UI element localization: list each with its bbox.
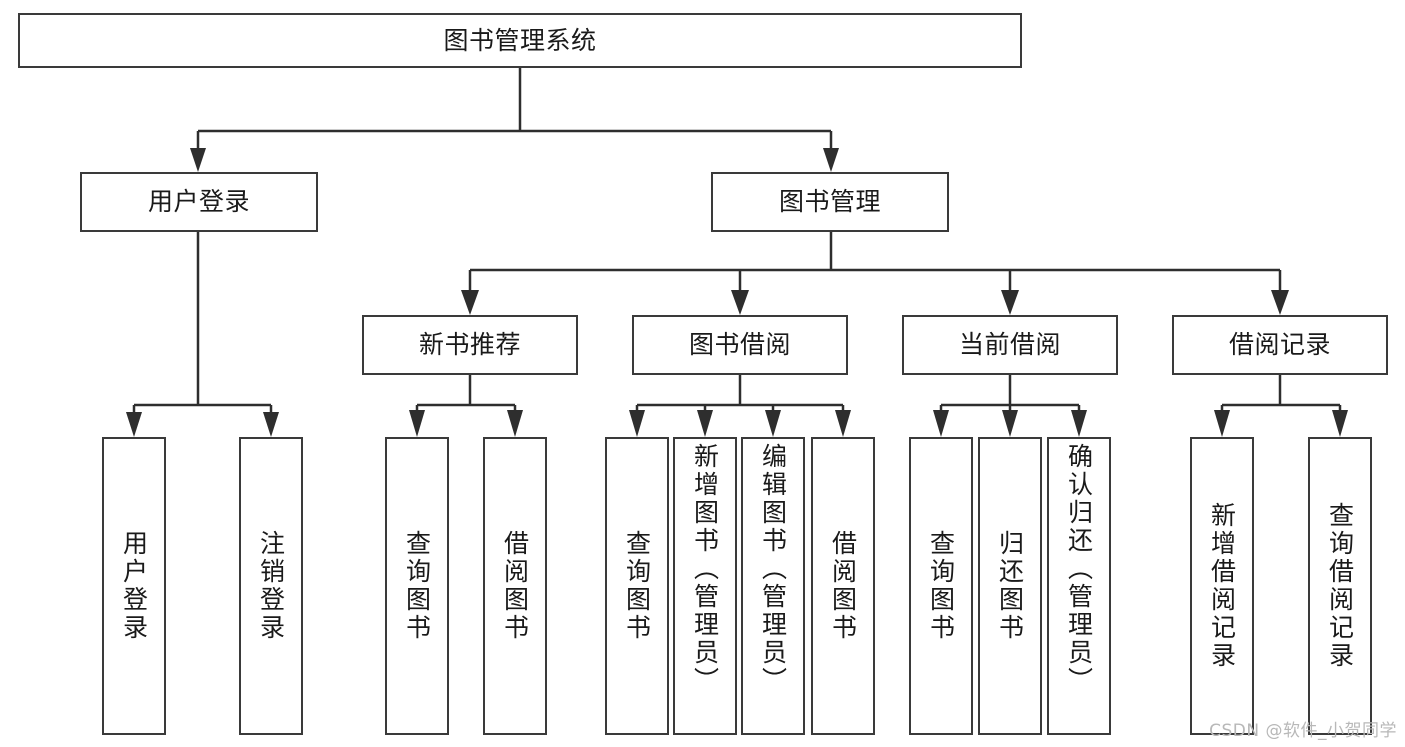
- node-label: 借阅图书: [828, 530, 858, 642]
- arrow-to-book-borrow: [731, 290, 749, 315]
- node-label: 查询图书: [622, 530, 652, 642]
- arrow-to-new-book: [461, 290, 479, 315]
- arrow-br-c2: [1332, 410, 1348, 437]
- node-label: 新书推荐: [418, 330, 521, 359]
- arrow-to-book-management: [823, 148, 839, 172]
- node-leaf-query-book-current[interactable]: 查询图书: [909, 437, 973, 735]
- node-label: 查询图书: [926, 530, 956, 642]
- node-leaf-add-book-admin[interactable]: 新增图书（管理员）: [673, 437, 737, 735]
- node-leaf-add-borrow-record[interactable]: 新增借阅记录: [1190, 437, 1254, 735]
- node-leaf-query-book-recommend[interactable]: 查询图书: [385, 437, 449, 735]
- arrow-bb-c1: [629, 410, 645, 437]
- node-label: 确认归还（管理员）: [1064, 443, 1094, 695]
- node-borrow-record[interactable]: 借阅记录: [1172, 315, 1388, 375]
- node-label: 图书管理: [778, 187, 881, 216]
- arrow-bb-c4: [835, 410, 851, 437]
- node-label: 查询借阅记录: [1325, 502, 1355, 670]
- node-label: 用户登录: [147, 187, 250, 216]
- node-leaf-user-login[interactable]: 用户登录: [102, 437, 166, 735]
- node-label: 图书借阅: [688, 330, 791, 359]
- arrow-bb-c3: [765, 410, 781, 437]
- arrow-ul-child1: [126, 412, 142, 437]
- node-label: 图书管理系统: [443, 25, 597, 55]
- arrow-bb-c2: [697, 410, 713, 437]
- node-label: 编辑图书（管理员）: [758, 443, 788, 695]
- node-label: 新增图书（管理员）: [690, 443, 720, 695]
- arrow-cb-c3: [1071, 410, 1087, 437]
- node-label: 借阅图书: [500, 530, 530, 642]
- arrow-cb-c2: [1002, 410, 1018, 437]
- arrow-nbr-c1: [409, 410, 425, 437]
- watermark-text: CSDN @软件_小贺同学: [1209, 721, 1397, 741]
- node-leaf-query-book-borrow[interactable]: 查询图书: [605, 437, 669, 735]
- node-new-book-recommend[interactable]: 新书推荐: [362, 315, 578, 375]
- node-leaf-logout-login[interactable]: 注销登录: [239, 437, 303, 735]
- arrow-to-user-login: [190, 148, 206, 172]
- node-label: 查询图书: [402, 530, 432, 642]
- node-leaf-query-borrow-record[interactable]: 查询借阅记录: [1308, 437, 1372, 735]
- node-root-system[interactable]: 图书管理系统: [18, 13, 1022, 68]
- arrow-br-c1: [1214, 410, 1230, 437]
- node-label: 新增借阅记录: [1207, 502, 1237, 670]
- arrow-nbr-c2: [507, 410, 523, 437]
- node-label: 用户登录: [119, 530, 149, 642]
- node-label: 归还图书: [995, 530, 1025, 642]
- arrow-cb-c1: [933, 410, 949, 437]
- node-leaf-confirm-return-admin[interactable]: 确认归还（管理员）: [1047, 437, 1111, 735]
- node-label: 当前借阅: [958, 330, 1061, 359]
- node-leaf-borrow-book-recommend[interactable]: 借阅图书: [483, 437, 547, 735]
- node-leaf-borrow-book[interactable]: 借阅图书: [811, 437, 875, 735]
- arrow-to-current-borrow: [1001, 290, 1019, 315]
- node-leaf-edit-book-admin[interactable]: 编辑图书（管理员）: [741, 437, 805, 735]
- arrow-ul-child2: [263, 412, 279, 437]
- node-label: 借阅记录: [1228, 330, 1331, 359]
- arrow-to-borrow-record: [1271, 290, 1289, 315]
- node-label: 注销登录: [256, 530, 286, 642]
- node-user-login[interactable]: 用户登录: [80, 172, 318, 232]
- node-current-borrow[interactable]: 当前借阅: [902, 315, 1118, 375]
- node-book-borrow[interactable]: 图书借阅: [632, 315, 848, 375]
- node-leaf-return-book[interactable]: 归还图书: [978, 437, 1042, 735]
- node-book-management[interactable]: 图书管理: [711, 172, 949, 232]
